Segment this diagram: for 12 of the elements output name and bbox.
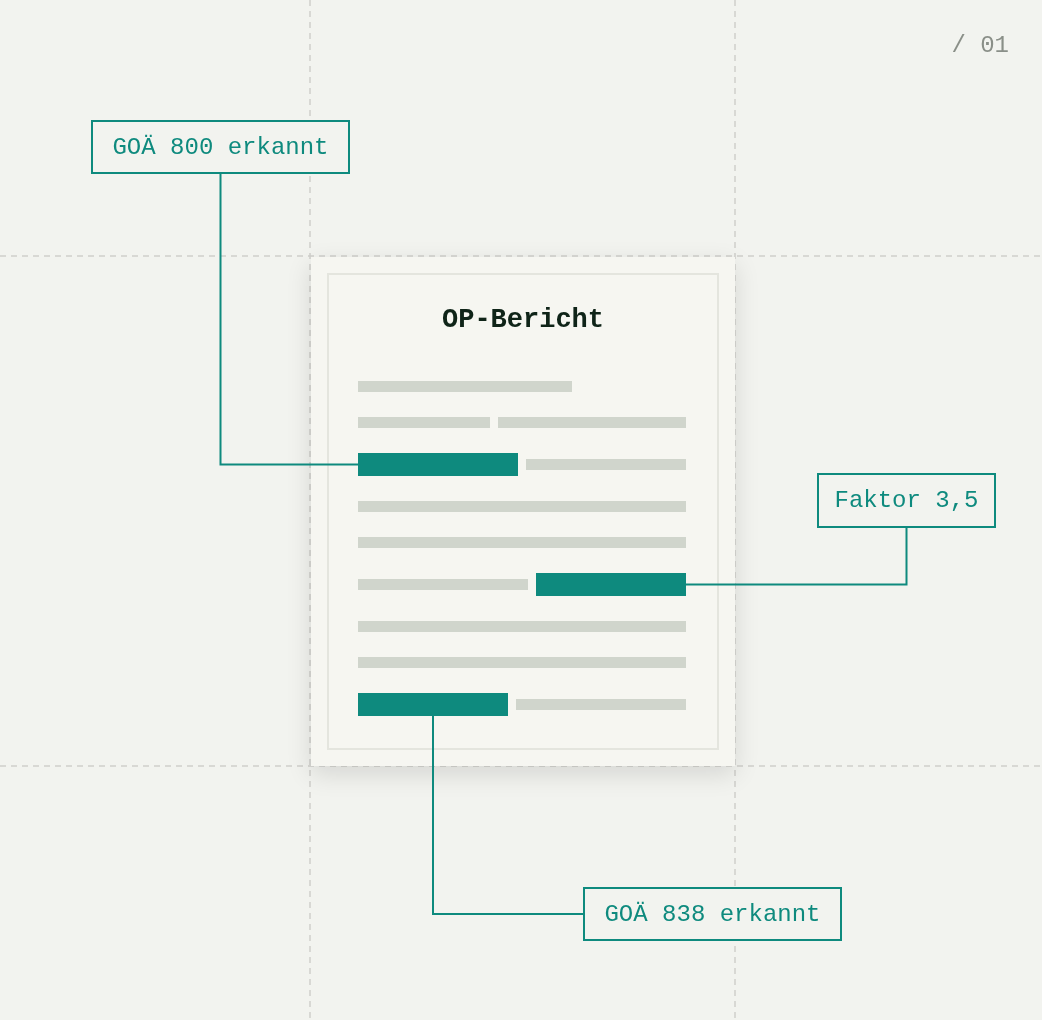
page-number: / 01	[951, 32, 1009, 59]
leader-line	[685, 527, 908, 586]
leader-line	[432, 715, 584, 915]
document-title: OP-Bericht	[441, 305, 605, 335]
callout-label: GOÄ 800 erkannt	[91, 120, 350, 174]
leader-line	[219, 173, 359, 466]
callout-label: Faktor 3,5	[817, 473, 996, 528]
document-page	[311, 257, 735, 766]
highlight-bar	[358, 453, 518, 476]
callout-label: GOÄ 838 erkannt	[583, 887, 842, 941]
highlight-bar	[536, 573, 686, 596]
highlight-bar	[358, 693, 508, 716]
